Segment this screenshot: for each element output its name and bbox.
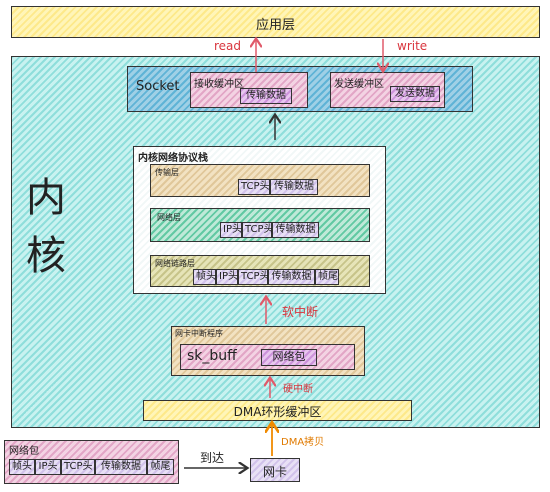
network-tcp-header-chip: TCP头 [242,222,274,238]
nic-box: 网卡 [250,458,300,482]
read-label: read [214,39,242,53]
send-buffer-label: 发送缓冲区 [334,79,384,90]
nic-label: 网卡 [262,465,287,479]
transport-data-chip: 传输数据 [270,179,318,195]
link-tcp-header-chip: TCP头 [238,269,270,285]
application-layer-label: 应用层 [255,18,295,33]
link-data-chip: 传输数据 [268,269,315,285]
network-packet-chip: 网络包 [261,349,317,366]
incoming-tcp-header-chip: TCP头 [61,459,95,475]
incoming-frame-tail-chip: 帧尾 [147,459,174,475]
receive-buffer-label: 接收缓冲区 [194,79,244,90]
write-label: write [397,39,428,53]
arrive-label: 到达 [200,451,225,465]
link-layer-title: 网络链路层 [155,259,195,268]
send-data-chip: 发送数据 [390,86,440,102]
link-frame-tail-chip: 帧尾 [315,269,339,285]
incoming-packet-title: 网络包 [9,446,39,457]
sk-buff-label: sk_buff [187,348,237,364]
dma-copy-label: DMA拷贝 [281,437,325,448]
kernel-char-2: 核 [26,233,66,279]
application-layer-box: 应用层 [11,6,540,38]
soft-interrupt-label: 软中断 [282,305,319,319]
incoming-data-chip: 传输数据 [95,459,147,475]
incoming-frame-header-chip: 帧头 [9,459,35,475]
blog-watermark: bin的技术小屋 [445,456,531,471]
csdn-watermark: CSDN @JavaMonsterr [362,470,502,485]
kernel-char-1: 内 [26,175,66,221]
transport-layer-title: 传输层 [155,168,179,177]
dma-ring-buffer-label: DMA环形缓冲区 [233,405,322,419]
incoming-ip-header-chip: IP头 [35,459,61,475]
network-data-chip: 传输数据 [272,222,319,238]
protocol-stack-title: 内核网络协议栈 [138,153,208,164]
link-ip-header-chip: IP头 [216,269,238,285]
transport-tcp-header-chip: TCP头 [238,179,270,195]
network-layer-title: 网络层 [157,213,181,222]
network-ip-header-chip: IP头 [220,222,242,238]
hard-interrupt-label: 硬中断 [283,384,313,395]
link-frame-header-chip: 帧头 [193,269,216,285]
socket-title: Socket [136,79,180,94]
receive-transfer-data-chip: 传输数据 [240,88,292,104]
nic-interrupt-handler-title: 网卡中断程序 [175,329,223,338]
